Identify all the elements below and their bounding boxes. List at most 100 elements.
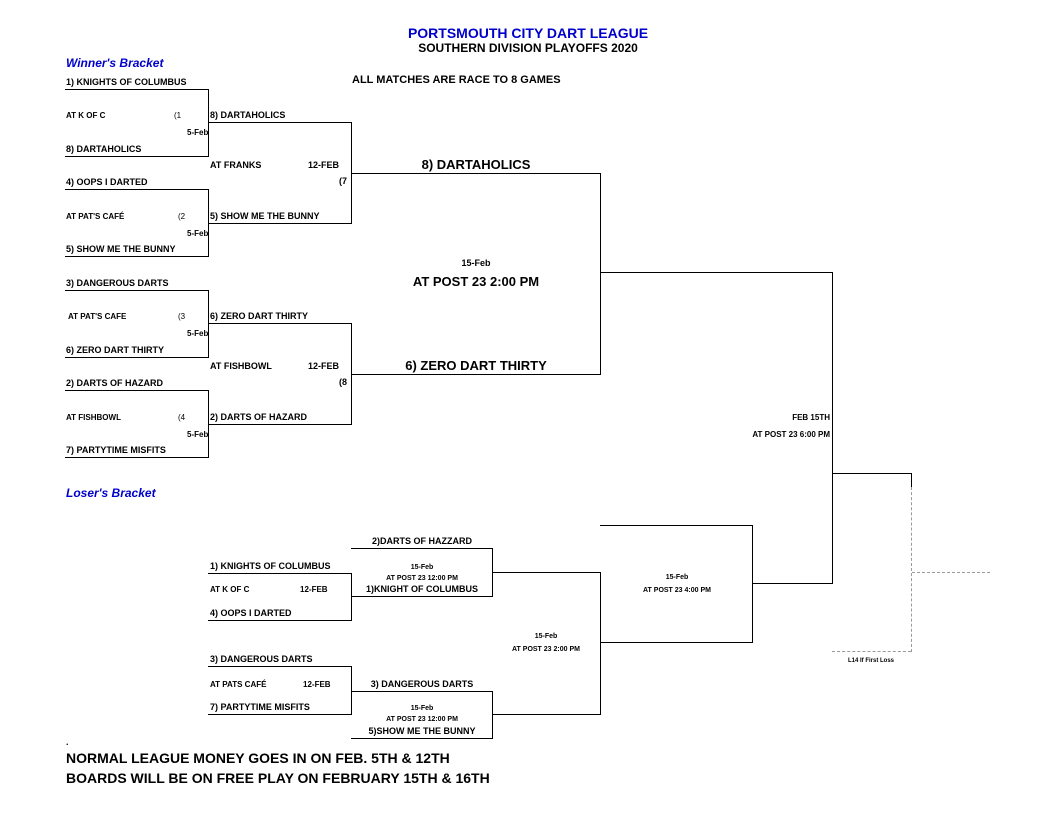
bracket-line: [208, 122, 352, 123]
bracket-line: [351, 173, 601, 174]
match-venue: AT POST 23 2:00 PM: [412, 274, 540, 289]
team-slot: 8) DARTAHOLICS: [421, 157, 531, 172]
bracket-line: [208, 323, 352, 324]
bracket-line: [208, 573, 352, 574]
bracket-line: [65, 290, 209, 291]
bracket-line: [600, 525, 753, 526]
match-date: 15-Feb: [410, 564, 434, 571]
league-title: PORTSMOUTH CITY DART LEAGUE: [407, 25, 649, 41]
match-venue: AT PATS CAFÉ: [210, 680, 267, 689]
match-date: 12-FEB: [308, 361, 340, 371]
team-slot: 2)DARTS OF HAZZARD: [372, 536, 472, 546]
match-date: 12-FEB: [303, 680, 331, 689]
bracket-line: [208, 424, 352, 425]
match-date: 15-Feb: [461, 258, 491, 268]
bracket-line: [208, 620, 352, 621]
footer-mark: .: [66, 737, 69, 747]
match-venue: AT PAT'S CAFE: [68, 312, 127, 321]
match-venue: AT POST 23 12:00 PM: [386, 716, 458, 723]
losers-bracket-title: Loser's Bracket: [66, 486, 156, 500]
bracket-line: [832, 473, 912, 474]
match-venue: AT POST 23 6:00 PM: [752, 430, 830, 439]
team-slot: 7) PARTYTIME MISFITS: [210, 702, 310, 712]
match-date: 5-Feb: [187, 128, 209, 137]
bracket-line: [351, 374, 601, 375]
team-slot: 1)KNIGHT OF COLUMBUS: [366, 584, 478, 594]
match-date: 12-FEB: [300, 585, 328, 594]
bracket-line: [600, 572, 601, 715]
bracket-line: [351, 596, 493, 597]
team-slot: 2) DARTS OF HAZARD: [210, 412, 307, 422]
race-note: ALL MATCHES ARE RACE TO 8 GAMES: [352, 74, 561, 86]
match-number: (8: [339, 377, 348, 387]
match-venue: AT K OF C: [66, 111, 106, 120]
match-date: FEB 15TH: [792, 413, 830, 422]
bracket-line: [832, 272, 833, 584]
bracket-line: [65, 457, 209, 458]
match-venue: AT K OF C: [210, 585, 250, 594]
match-venue: AT FISHBOWL: [210, 361, 272, 371]
team-slot: 4) OOPS I DARTED: [210, 608, 292, 618]
match-venue: AT FRANKS: [210, 160, 262, 170]
team-slot: 6) ZERO DART THIRTY: [66, 345, 164, 355]
bracket-line: [600, 272, 833, 273]
bracket-line: [351, 548, 493, 549]
team-slot: 5) SHOW ME THE BUNNY: [210, 211, 320, 221]
team-slot: 8) DARTAHOLICS: [210, 110, 286, 120]
division-subtitle: SOUTHERN DIVISION PLAYOFFS 2020: [418, 41, 638, 55]
team-slot: 8) DARTAHOLICS: [66, 144, 142, 154]
bracket-line: [351, 666, 352, 714]
bracket-line: [65, 390, 209, 391]
bracket-line: [752, 583, 833, 584]
bracket-line: [208, 666, 352, 667]
bracket-line: [351, 738, 493, 739]
team-slot: 3) DANGEROUS DARTS: [370, 679, 474, 689]
match-venue: AT FISHBOWL: [66, 413, 121, 422]
match-date: 5-Feb: [187, 329, 209, 338]
bracket-line: [492, 714, 601, 715]
match-date: 12-FEB: [308, 160, 340, 170]
team-slot: 6) ZERO DART THIRTY: [210, 311, 308, 321]
bracket-line: [208, 223, 352, 224]
bracket-line: [351, 691, 493, 692]
bracket-line: [911, 473, 912, 487]
match-venue: AT POST 23 4:00 PM: [643, 587, 711, 594]
bracket-line: [492, 572, 601, 573]
match-number: (1: [174, 111, 182, 120]
team-slot: 7) PARTYTIME MISFITS: [66, 445, 166, 455]
footer-note-2: BOARDS WILL BE ON FREE PLAY ON FEBRUARY …: [66, 770, 490, 786]
bracket-line: [208, 290, 209, 358]
match-venue: AT POST 23 2:00 PM: [512, 646, 580, 653]
match-date: 5-Feb: [187, 229, 209, 238]
footer-note-1: NORMAL LEAGUE MONEY GOES IN ON FEB. 5TH …: [66, 750, 450, 766]
team-slot: 5) SHOW ME THE BUNNY: [66, 244, 176, 254]
team-slot: 3) DANGEROUS DARTS: [66, 278, 169, 288]
match-number: (3: [178, 312, 186, 321]
match-date: 15-Feb: [410, 705, 434, 712]
match-number: (4: [178, 413, 186, 422]
match-number: (7: [339, 176, 348, 186]
bracket-line: [65, 89, 209, 90]
team-slot: 1) KNIGHTS OF COLUMBUS: [66, 77, 187, 87]
winners-bracket-title: Winner's Bracket: [66, 56, 164, 70]
if-necessary-line: [832, 651, 911, 652]
team-slot: 1) KNIGHTS OF COLUMBUS: [210, 561, 331, 571]
if-necessary-note: L14 If First Loss: [848, 658, 895, 664]
match-venue: AT PAT'S CAFÉ: [66, 212, 125, 221]
match-date: 5-Feb: [187, 430, 209, 439]
bracket-line: [492, 691, 493, 739]
if-necessary-line: [912, 572, 990, 573]
bracket-line: [65, 156, 209, 157]
bracket-line: [600, 173, 601, 375]
bracket-line: [65, 256, 209, 257]
team-slot: 5)SHOW ME THE BUNNY: [368, 726, 476, 736]
match-date: 15-Feb: [534, 633, 558, 640]
match-venue: AT POST 23 12:00 PM: [386, 575, 458, 582]
match-date: 15-Feb: [665, 574, 689, 581]
bracket-line: [600, 642, 753, 643]
team-slot: 6) ZERO DART THIRTY: [405, 358, 547, 373]
bracket-line: [65, 189, 209, 190]
team-slot: 3) DANGEROUS DARTS: [210, 654, 313, 664]
team-slot: 4) OOPS I DARTED: [66, 177, 148, 187]
bracket-line: [208, 89, 209, 157]
